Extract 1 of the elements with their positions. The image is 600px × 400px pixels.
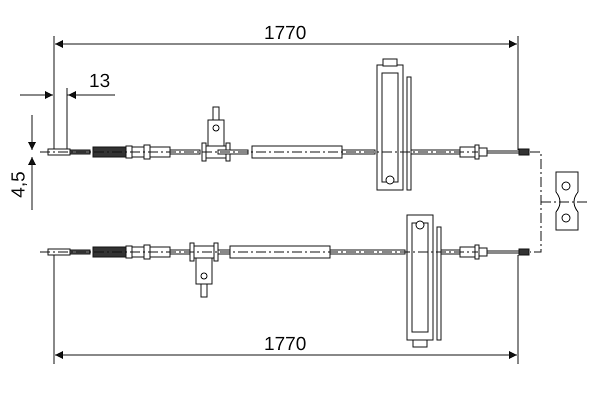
dimension-label: 4,5 <box>10 171 29 198</box>
